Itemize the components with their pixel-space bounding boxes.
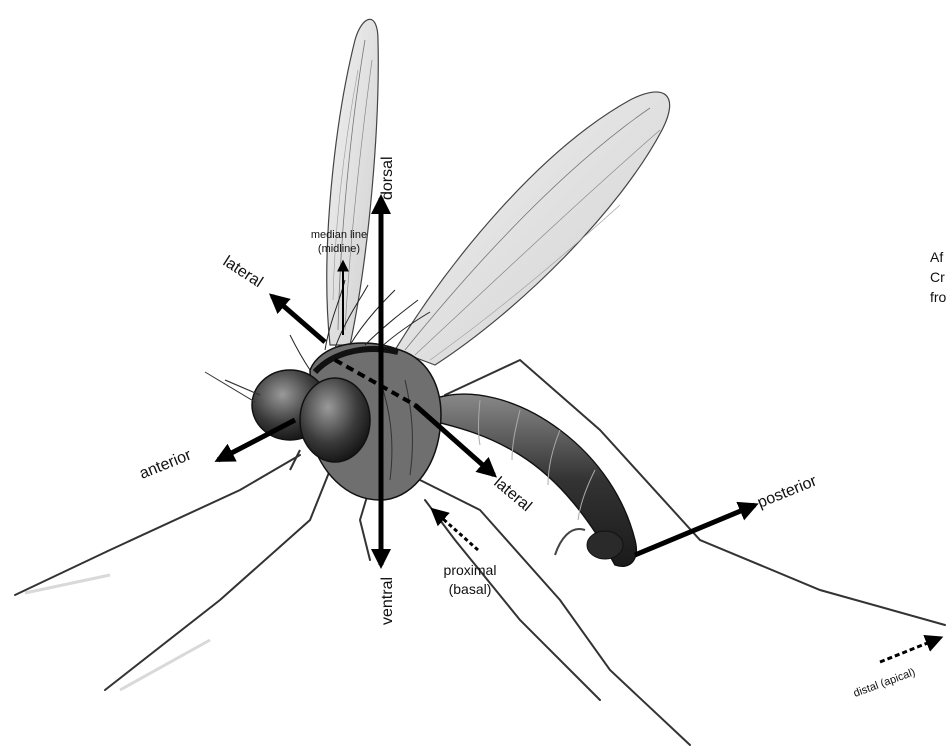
- label-ventral: ventral: [379, 577, 396, 625]
- credit-text: Af Cr fro: [930, 247, 946, 307]
- label-posterior: posterior: [755, 472, 820, 511]
- credit-line-3: fro: [930, 287, 946, 307]
- arrow-lateral-upper: [272, 296, 325, 342]
- arrow-proximal: [433, 510, 478, 550]
- credit-line-1: Af: [930, 247, 946, 267]
- label-median-line: median line: [311, 229, 367, 241]
- label-distal-apical: distal (apical): [852, 666, 917, 699]
- abdomen: [430, 394, 636, 566]
- label-midline: (midline): [318, 243, 360, 255]
- wing-upper: [327, 19, 378, 345]
- leg-shadows: [25, 575, 210, 690]
- arrow-posterior: [635, 505, 755, 555]
- label-proximal: proximal: [444, 562, 497, 578]
- label-lateral-lower: lateral: [490, 474, 534, 515]
- label-basal: (basal): [449, 581, 492, 597]
- label-lateral-upper: lateral: [220, 253, 266, 291]
- wing-right: [395, 92, 670, 365]
- arrow-distal: [880, 638, 940, 662]
- label-anterior: anterior: [137, 446, 194, 482]
- label-dorsal: dorsal: [379, 156, 396, 200]
- credit-line-2: Cr: [930, 267, 946, 287]
